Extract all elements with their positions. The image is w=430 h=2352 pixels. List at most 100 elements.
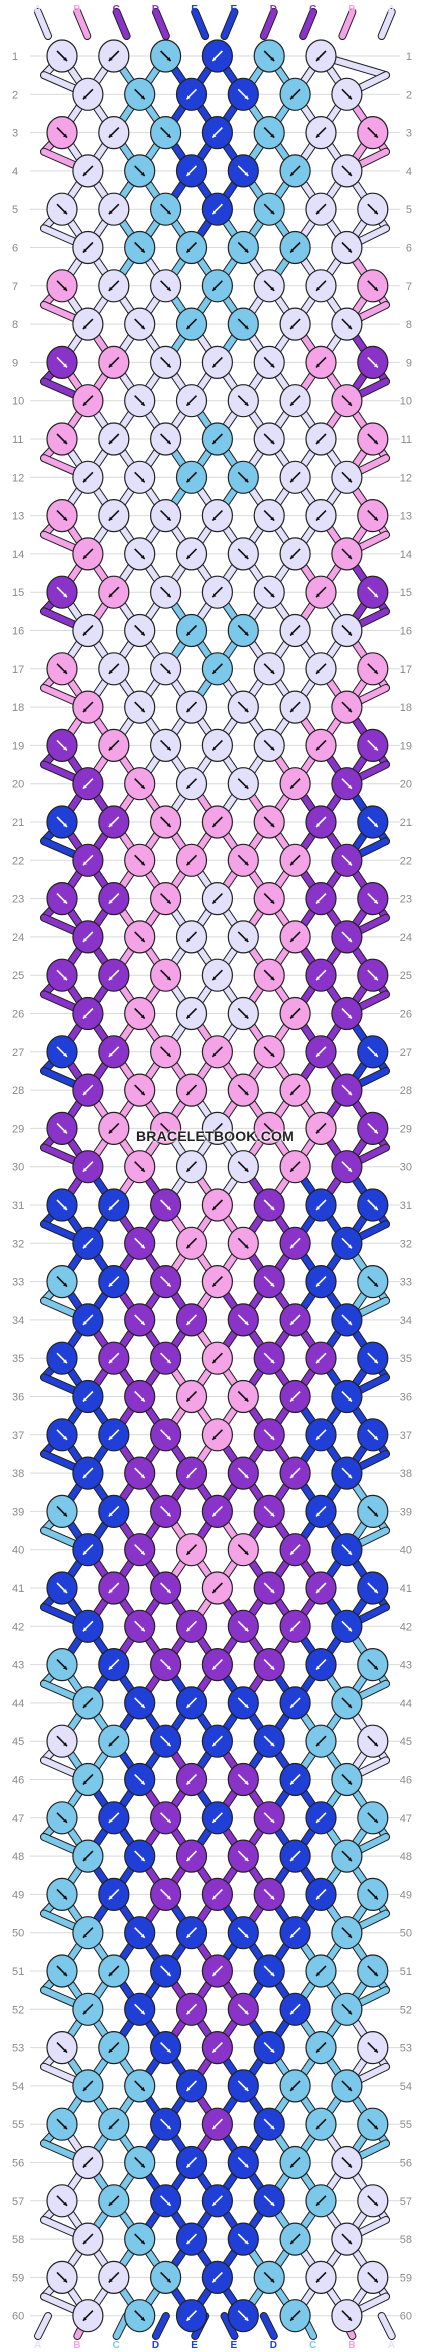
- top-strand-label: E: [231, 4, 238, 15]
- knot-arrowhead: [270, 286, 275, 291]
- row-number-left: 49: [12, 1889, 24, 1901]
- knot: [150, 881, 182, 916]
- knot-arrowhead: [270, 2201, 275, 2206]
- knot-arrowhead: [316, 669, 320, 674]
- knot-arrowhead: [108, 1435, 113, 1440]
- knot: [279, 1609, 311, 1643]
- knot: [253, 1571, 285, 1605]
- knot: [227, 996, 259, 1031]
- knot: [72, 384, 104, 418]
- knot-arrowhead: [347, 2163, 352, 2168]
- knot: [175, 613, 208, 648]
- knot-arrowhead: [63, 286, 67, 291]
- knot-arrowhead: [373, 1972, 378, 1976]
- knot: [305, 39, 337, 73]
- knot: [305, 1877, 337, 1912]
- knot: [331, 230, 363, 265]
- knot: [72, 690, 104, 724]
- row-number-right: 22: [400, 855, 412, 867]
- knot-arrowhead: [212, 1742, 217, 1747]
- row-number-right: 42: [400, 1621, 412, 1633]
- knot: [72, 154, 104, 188]
- knot: [201, 116, 233, 150]
- knot-arrowhead: [244, 171, 249, 176]
- knot: [46, 1111, 78, 1146]
- knot-arrowhead: [347, 2240, 352, 2245]
- knot: [305, 652, 337, 686]
- knot-arrowhead: [316, 210, 320, 215]
- knot-arrowhead: [186, 1780, 191, 1785]
- knot: [357, 1341, 389, 1375]
- knot: [305, 575, 337, 609]
- knot-arrowhead: [347, 631, 352, 636]
- knot-arrowhead: [347, 1014, 352, 1019]
- knot-arrowhead: [108, 2125, 113, 2130]
- knot: [98, 1647, 130, 1682]
- knot: [150, 1494, 182, 1529]
- knot-arrowhead: [82, 2240, 87, 2245]
- knot-arrowhead: [140, 2163, 145, 2168]
- knot-arrowhead: [244, 1014, 249, 1019]
- knot: [201, 1877, 233, 1912]
- knot: [279, 307, 311, 341]
- knot-arrowhead: [108, 1129, 113, 1134]
- knot-arrowhead: [347, 2086, 352, 2091]
- knot: [150, 1571, 182, 1605]
- knot-arrowhead: [373, 133, 378, 138]
- knot-arrowhead: [290, 2240, 295, 2245]
- knot-arrowhead: [166, 976, 171, 981]
- knot: [253, 1494, 285, 1529]
- knot-arrowhead: [63, 669, 67, 674]
- knot: [357, 1418, 389, 1452]
- knot: [98, 728, 130, 763]
- knot-arrowhead: [290, 784, 295, 789]
- row-number-left: 43: [12, 1660, 24, 1672]
- knot: [331, 613, 363, 648]
- knot: [72, 2222, 104, 2256]
- knot-arrowhead: [63, 1589, 67, 1593]
- knot-arrowhead: [244, 2316, 249, 2321]
- knot-arrowhead: [244, 937, 249, 942]
- thread-segment: [113, 9, 130, 39]
- knot-arrowhead: [140, 325, 145, 330]
- knot: [72, 767, 104, 801]
- knot-arrowhead: [373, 1052, 378, 1057]
- knot-arrowhead: [186, 1091, 191, 1096]
- knot: [253, 345, 285, 379]
- knot-arrowhead: [82, 1474, 87, 1479]
- knot: [124, 154, 156, 188]
- knot: [46, 1571, 78, 1605]
- knot: [150, 1954, 182, 1988]
- knot-arrowhead: [108, 1282, 113, 1287]
- knot: [150, 1801, 182, 1835]
- knot: [46, 805, 78, 839]
- knot-arrowhead: [290, 1320, 295, 1325]
- row-number-left: 7: [12, 281, 18, 293]
- knot: [253, 269, 285, 303]
- knot-arrowhead: [290, 1780, 295, 1785]
- knot-arrowhead: [108, 1972, 113, 1976]
- row-number-right: 51: [400, 1966, 412, 1978]
- knot-arrowhead: [270, 1895, 275, 1900]
- knot-arrowhead: [373, 1206, 378, 1210]
- knot-arrowhead: [270, 823, 275, 827]
- row-number-right: 32: [400, 1238, 412, 1250]
- knot-arrowhead: [347, 1703, 352, 1708]
- knot-arrowhead: [82, 171, 87, 176]
- knot: [357, 345, 389, 379]
- row-number-right: 43: [400, 1660, 412, 1672]
- knot: [72, 996, 104, 1031]
- row-number-right: 20: [400, 779, 412, 791]
- knot: [150, 575, 182, 609]
- knot: [279, 1916, 311, 1950]
- knot-arrowhead: [290, 1244, 295, 1249]
- knot: [72, 1073, 104, 1107]
- knot-arrowhead: [186, 2316, 191, 2321]
- row-number-right: 56: [400, 2158, 412, 2170]
- row-number-left: 25: [12, 970, 24, 982]
- knot: [201, 958, 233, 992]
- knot-arrowhead: [212, 2125, 217, 2130]
- knot-arrowhead: [244, 1091, 249, 1096]
- row-number-left: 46: [12, 1775, 24, 1787]
- knot: [46, 2184, 78, 2218]
